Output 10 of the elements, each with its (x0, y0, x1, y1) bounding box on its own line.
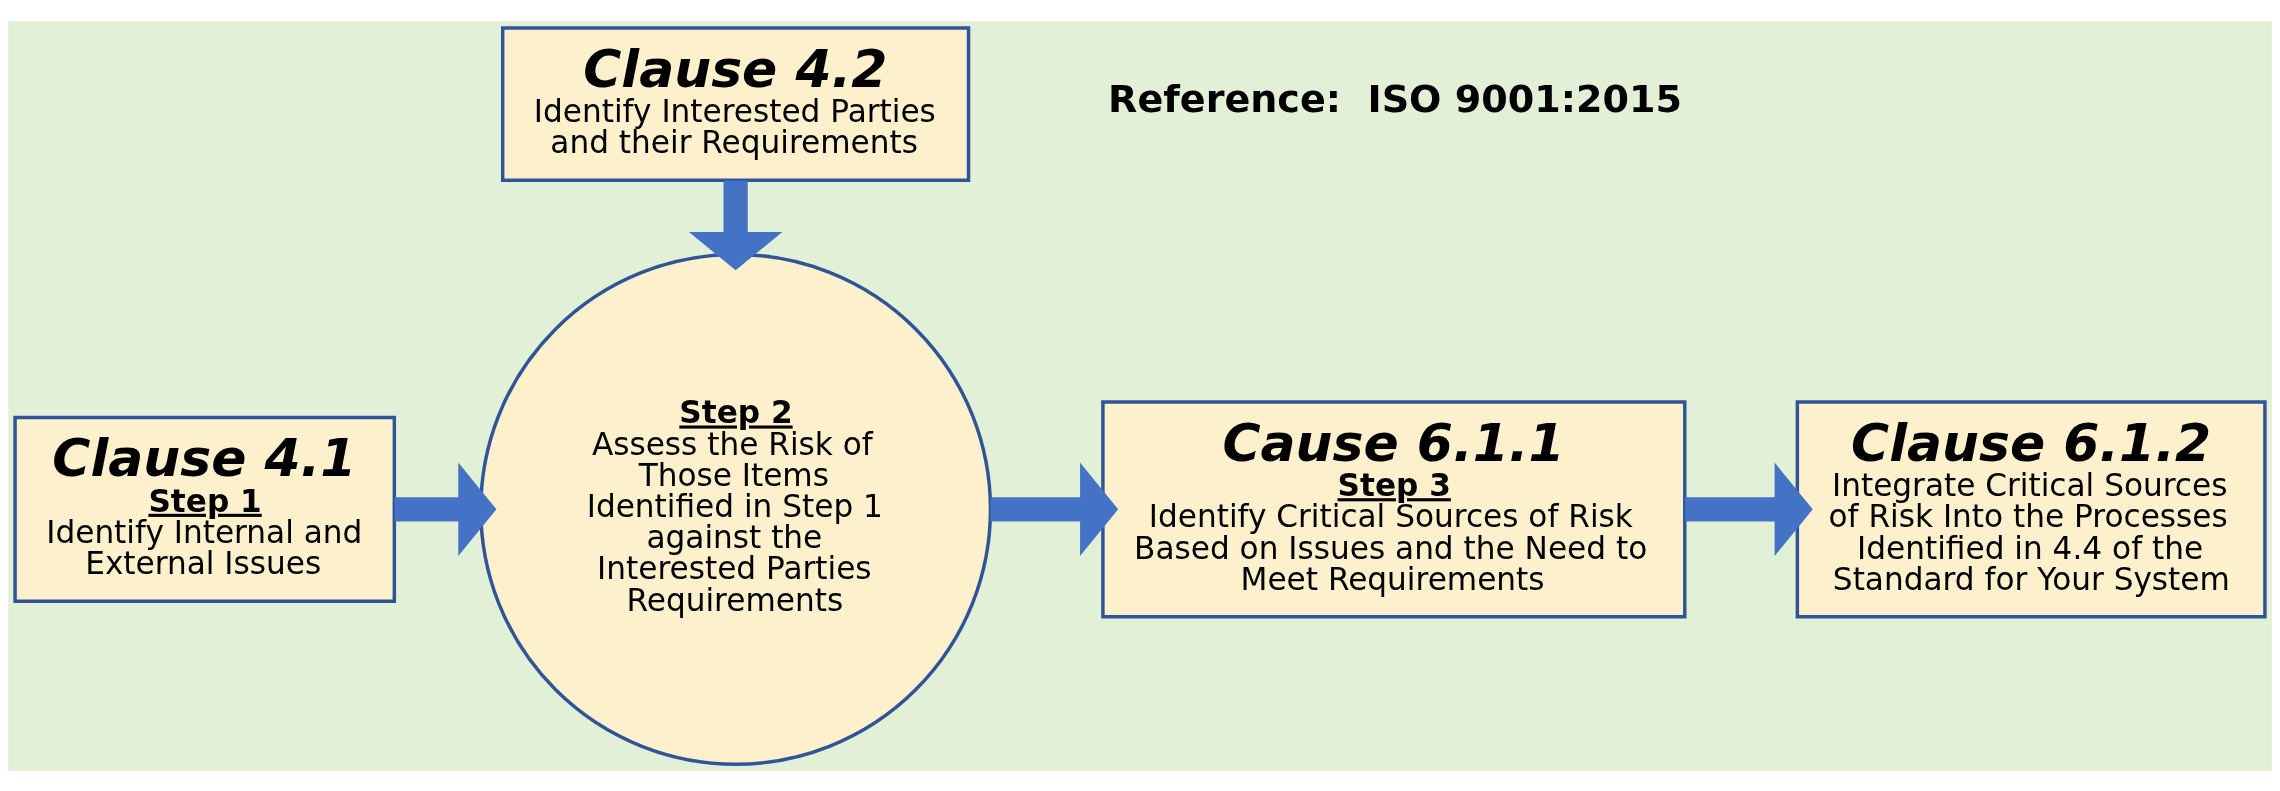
node-box: Clause 4.1 Step 1 Identify Internal and External Issues (13, 415, 397, 603)
arrow (688, 180, 783, 270)
label: Reference: ISO 9001:2015 (1108, 76, 1682, 121)
arrow (1685, 462, 1813, 556)
node-box: Cause 6.1.1 Step 3 Identify Critical Sources of Risk Based on Issues and the Need to Meet Requirements (1101, 399, 1687, 618)
arrow (394, 462, 497, 556)
node-box: Clause 4.2 Identify Interested Parties and their Requirements (500, 25, 971, 182)
arrow (990, 462, 1119, 556)
node-box: Clause 6.1.2 Integrate Critical Sources of Risk Into the Processes Identified in 4.4 of the Standard for Your System (1795, 399, 2267, 618)
node-circle: Step 2 Assess the Risk of Those Items Identified in Step 1 against the Interested Parties Requirements (479, 252, 993, 766)
